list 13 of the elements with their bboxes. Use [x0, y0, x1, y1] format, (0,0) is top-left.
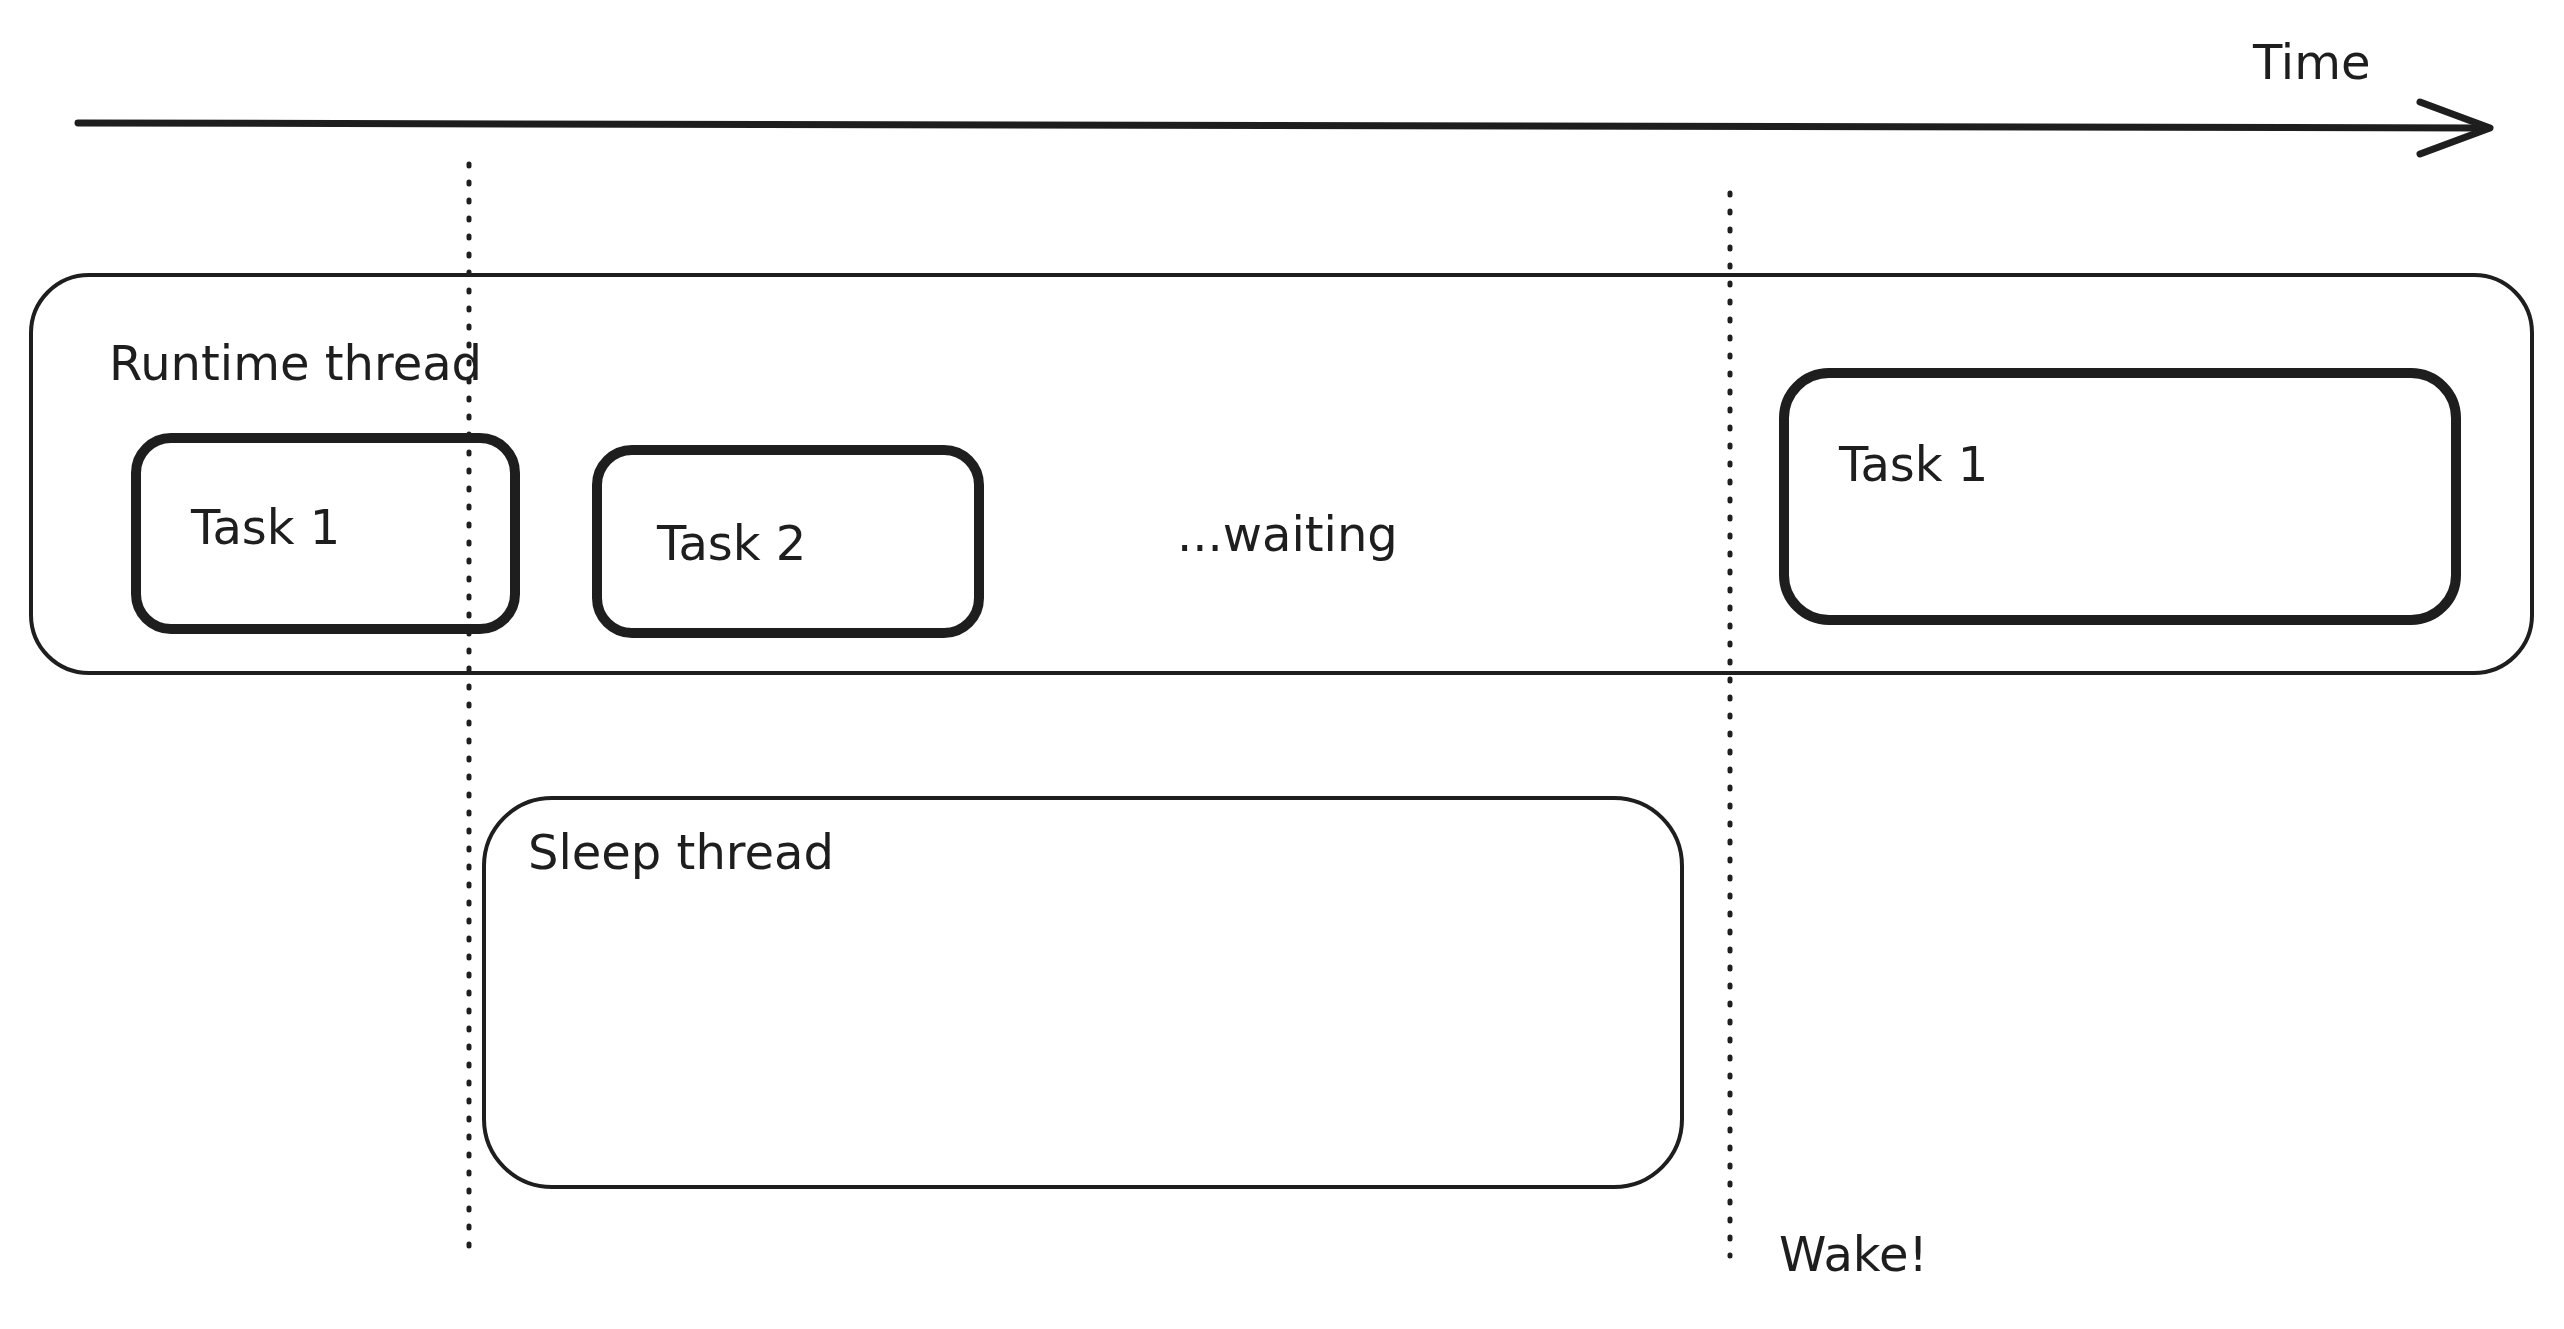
- thread-box: [482, 796, 1684, 1189]
- node-label: Runtime thread: [109, 337, 483, 390]
- node-label: Sleep thread: [528, 826, 834, 879]
- task-box: [131, 433, 520, 634]
- task-box: [592, 445, 984, 638]
- task-box: [1779, 368, 2461, 625]
- status-text: ...waiting: [1177, 508, 1398, 561]
- node-label: Task 1: [1839, 438, 1989, 491]
- node-label: Task 2: [657, 517, 807, 570]
- event-label: Wake!: [1779, 1228, 1928, 1281]
- node-label: Task 1: [191, 501, 341, 554]
- axis-label: Time: [2253, 36, 2371, 89]
- thread-box: [29, 273, 2534, 675]
